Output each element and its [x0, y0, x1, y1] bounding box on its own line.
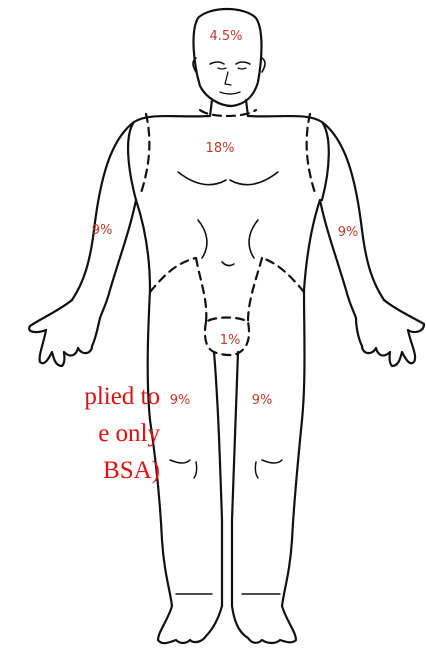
head-percent: 4.5%: [209, 29, 242, 44]
trunk-percent: 18%: [206, 141, 235, 156]
left-leg-percent: 9%: [170, 393, 191, 408]
right-arm-percent: 9%: [338, 225, 359, 240]
left-arm-percent: 9%: [92, 223, 113, 238]
right-leg-percent: 9%: [252, 393, 273, 408]
caption-line-1: plied to: [0, 378, 160, 415]
caption-line-2: e only: [0, 415, 160, 452]
caption-line-3: BSA): [0, 452, 160, 489]
groin-percent: 1%: [220, 333, 241, 348]
